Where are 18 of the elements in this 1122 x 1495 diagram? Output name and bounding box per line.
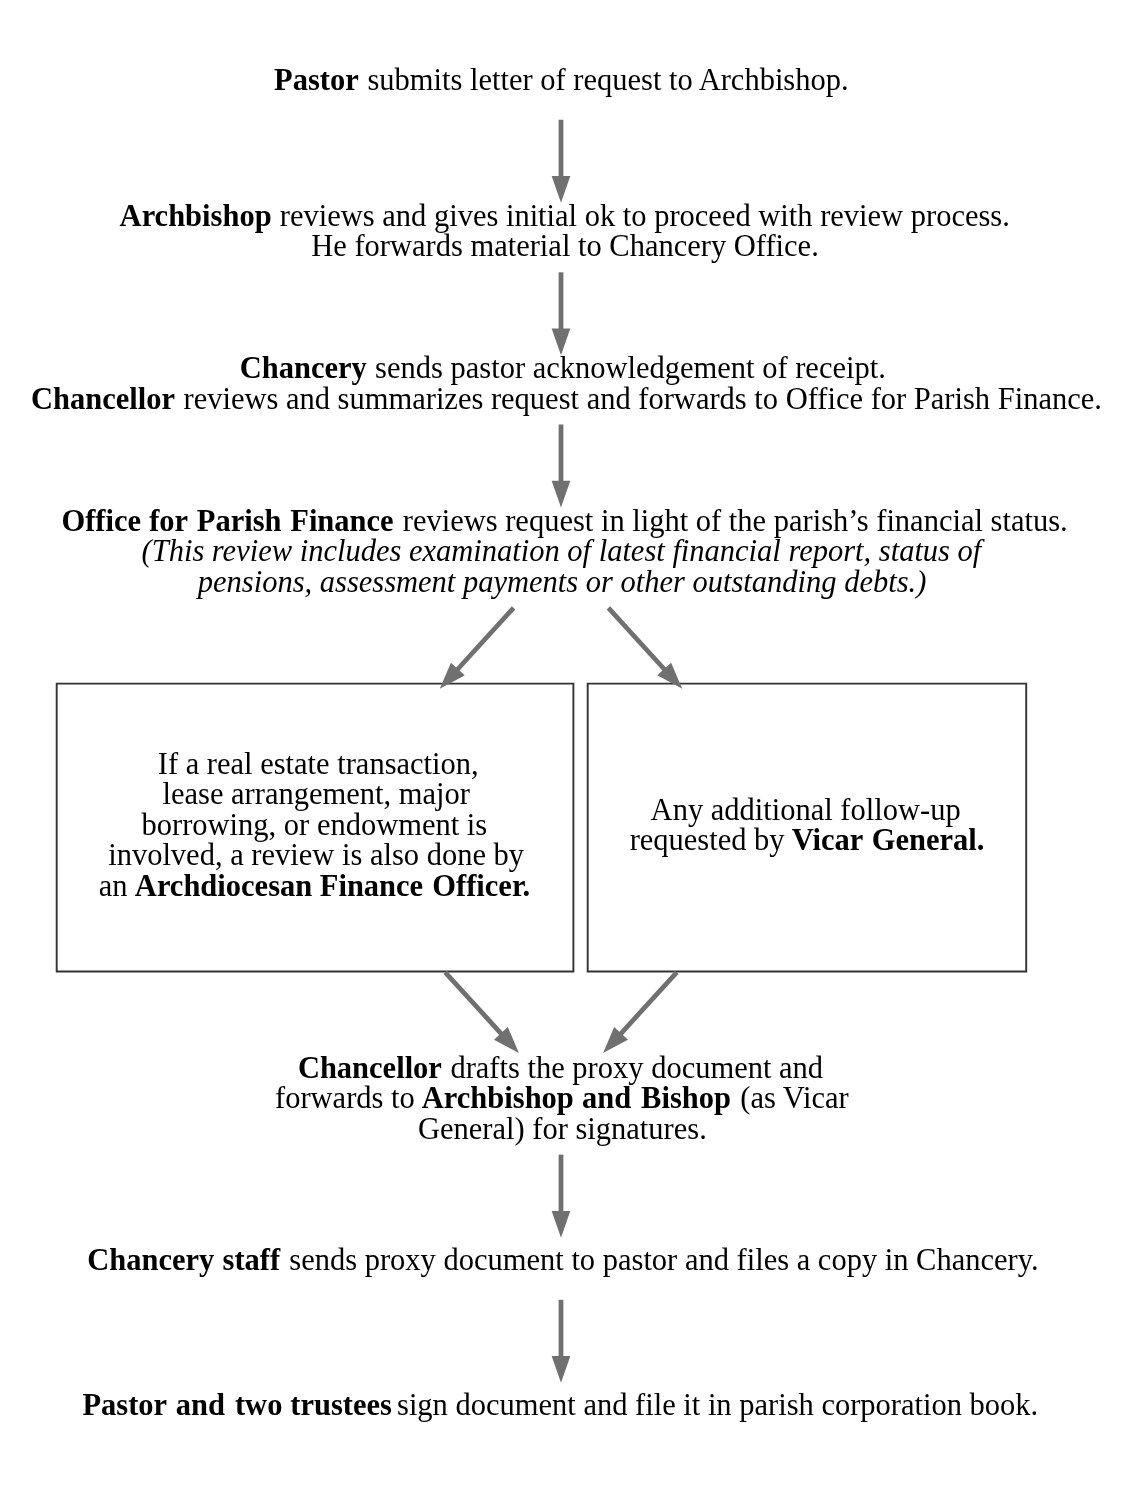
node-box: Any additional follow-up requested by Vicar General.	[586, 682, 1028, 973]
arrow	[551, 272, 571, 356]
arrow	[551, 1154, 571, 1238]
arrow	[439, 606, 516, 689]
node-text: Chancery staff sends proxy document to pastor and files a copy in Chancery.	[87, 1243, 1039, 1278]
node-text: Archbishop reviews and gives initial ok to proceed with review process. He forwards material to Chancery Office.	[119, 198, 1010, 264]
arrow	[551, 1299, 571, 1383]
arrow	[551, 424, 571, 508]
arrow	[606, 606, 683, 689]
node-text: Pastor and two trustees sign document and file it in parish corporation book.	[82, 1388, 1039, 1423]
node-box: If a real estate transaction, lease arrangement, major borrowing, or endowment is involved, a review is also done by an Archdiocesan Finance Officer.	[55, 682, 575, 973]
node-text: Office for Parish Finance reviews request in light of the parish’s financial status. (This review includes examination of latest financial report, status of pensions, assessment payments or other outstanding debts.)	[61, 503, 1068, 599]
node-text: Chancery sends pastor acknowledgement of receipt. Chancellor reviews and summarizes request and forwards to Office for Parish Finance.	[30, 351, 1102, 416]
node-text: Chancellor drafts the proxy document and forwards to Archbishop and Bishop (as Vicar General) for signatures.	[275, 1050, 849, 1146]
arrow	[443, 970, 519, 1054]
arrow	[603, 970, 679, 1054]
node-text: Pastor submits letter of request to Archbishop.	[274, 63, 849, 98]
arrow	[551, 119, 571, 203]
